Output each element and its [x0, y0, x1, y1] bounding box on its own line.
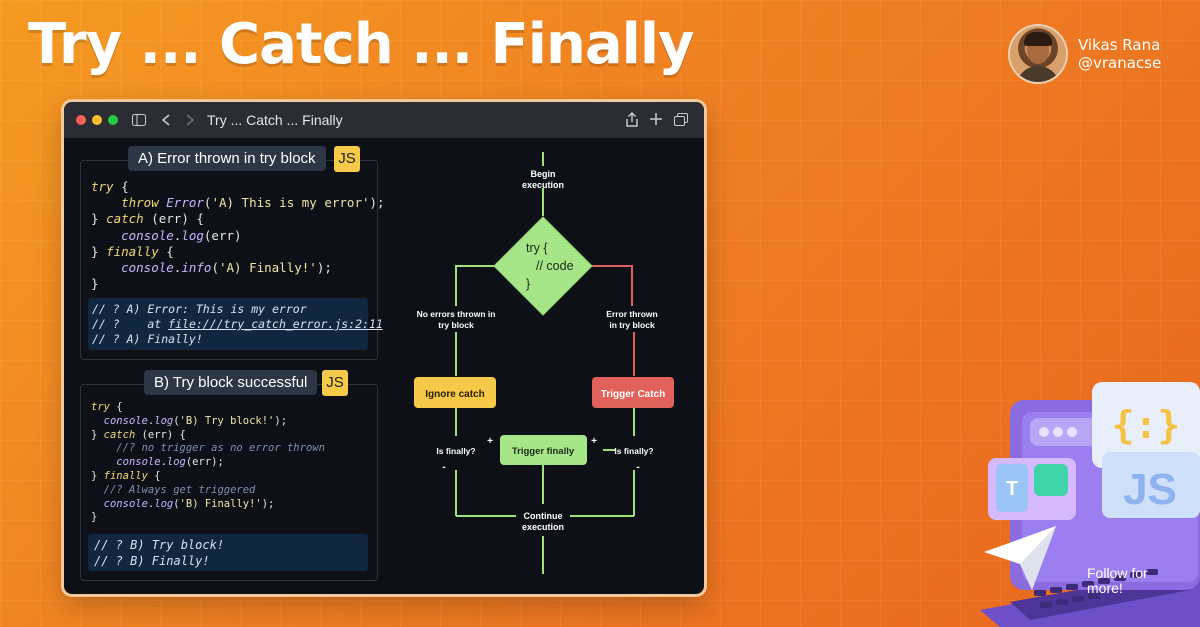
- begin-label: execution: [522, 180, 564, 190]
- laptop-illustration: {:} JS T: [980, 382, 1200, 627]
- output-line: // ? B) Finally!: [94, 554, 210, 568]
- forward-icon[interactable]: [186, 114, 194, 126]
- author-card: Vikas Rana @vranacse: [1008, 24, 1161, 84]
- code-line: }: [91, 276, 99, 292]
- author-name: Vikas Rana: [1078, 36, 1161, 54]
- try-node-line: try {: [526, 241, 548, 255]
- window-title: Try ... Catch ... Finally: [207, 112, 343, 128]
- avatar: [1008, 24, 1068, 84]
- ignore-catch-label: Ignore catch: [425, 389, 484, 400]
- code-line: console.log('B) Finally!');: [103, 497, 275, 510]
- js-glyph: JS: [1123, 465, 1177, 514]
- minus-left: -: [442, 462, 445, 473]
- plus-left: +: [487, 436, 493, 447]
- error-label: Error thrown: [606, 309, 657, 319]
- tabs-overview-icon[interactable]: [674, 113, 688, 126]
- flow-lines: [455, 152, 635, 574]
- code-line: try {: [91, 401, 123, 413]
- try-node-line: }: [526, 277, 530, 291]
- is-finally-left-label: Is finally?: [436, 446, 475, 456]
- panel-b-heading: B) Try block successful: [144, 370, 318, 395]
- page-title: Try ... Catch ... Finally: [28, 12, 695, 77]
- code-line: console.log('B) Try block!');: [103, 414, 288, 427]
- trigger-finally-node: [500, 435, 587, 465]
- output-line: // ? B) Try block!: [94, 538, 225, 552]
- close-window-button[interactable]: [76, 115, 86, 125]
- panel-b-js-badge: JS: [322, 370, 348, 396]
- code-line: } catch (err) {: [91, 211, 204, 227]
- follow-cta[interactable]: Follow for more!: [1087, 566, 1148, 596]
- panel-a-code: try { throw Error('A) This is my error')…: [91, 179, 385, 292]
- panel-a-heading: A) Error thrown in try block: [128, 146, 326, 171]
- plus-right: +: [591, 436, 597, 447]
- code-line: try {: [91, 179, 129, 194]
- browser-window: Try ... Catch ... Finally A) Error throw…: [64, 102, 704, 594]
- code-line: console.info('A) Finally!');: [121, 260, 332, 276]
- code-line: throw Error('A) This is my error');: [121, 195, 385, 211]
- trigger-catch-node: [592, 377, 674, 408]
- code-line: console.log(err): [121, 227, 242, 243]
- follow-line: more!: [1087, 580, 1123, 596]
- brace-glyph: {:}: [1112, 403, 1181, 447]
- back-icon[interactable]: [162, 114, 170, 126]
- sidebar-icon[interactable]: [132, 114, 146, 126]
- code-line: //? Always get triggered: [103, 483, 256, 496]
- no-error-label: No errors thrown in: [417, 309, 496, 319]
- try-decision-node: [493, 216, 593, 316]
- follow-line: Follow for: [1087, 565, 1148, 581]
- output-line: // ? A) Finally!: [92, 332, 203, 346]
- output-line: // ? A) Error: This is my error: [92, 302, 307, 316]
- code-line: } finally {: [91, 243, 174, 259]
- stack-trace-link[interactable]: file:///try_catch_error.js:2:11: [168, 317, 383, 331]
- code-line: }: [91, 511, 98, 524]
- new-tab-icon[interactable]: [650, 113, 662, 125]
- window-titlebar: Try ... Catch ... Finally: [64, 102, 704, 138]
- trigger-catch-label: Trigger Catch: [601, 389, 665, 400]
- error-label: in try block: [609, 320, 655, 330]
- code-line: console.log(err);: [116, 456, 224, 469]
- no-error-label: try block: [438, 320, 474, 330]
- author-handle: @vranacse: [1078, 54, 1162, 72]
- panel-a-output: // ? A) Error: This is my error // ? at …: [88, 298, 383, 350]
- panel-b-output: // ? B) Try block! // ? B) Finally!: [88, 534, 368, 571]
- maximize-window-button[interactable]: [108, 115, 118, 125]
- output-line: // ? at: [92, 317, 169, 331]
- code-line: } catch (err) {: [91, 428, 186, 441]
- code-line: } finally {: [91, 469, 161, 482]
- is-finally-right-label: Is finally?: [614, 446, 653, 456]
- continue-label: execution: [522, 522, 564, 532]
- minimize-window-button[interactable]: [92, 115, 102, 125]
- share-icon[interactable]: [626, 112, 638, 127]
- panel-b-code: try { console.log('B) Try block!'); } ca…: [91, 401, 325, 525]
- ignore-catch-node: [414, 377, 496, 408]
- minus-right: -: [636, 462, 639, 473]
- t-glyph: T: [1006, 478, 1018, 500]
- panel-a-js-badge: JS: [334, 146, 360, 172]
- begin-label: Begin: [530, 169, 555, 179]
- flowchart: Begin execution try { // code } No error…: [414, 152, 674, 574]
- continue-label: Continue: [524, 511, 563, 521]
- flow-lines-error: [592, 265, 635, 376]
- trigger-finally-label: Trigger finally: [512, 446, 575, 457]
- code-line: //? no trigger as no error thrown: [116, 442, 325, 455]
- try-node-line: // code: [536, 259, 574, 273]
